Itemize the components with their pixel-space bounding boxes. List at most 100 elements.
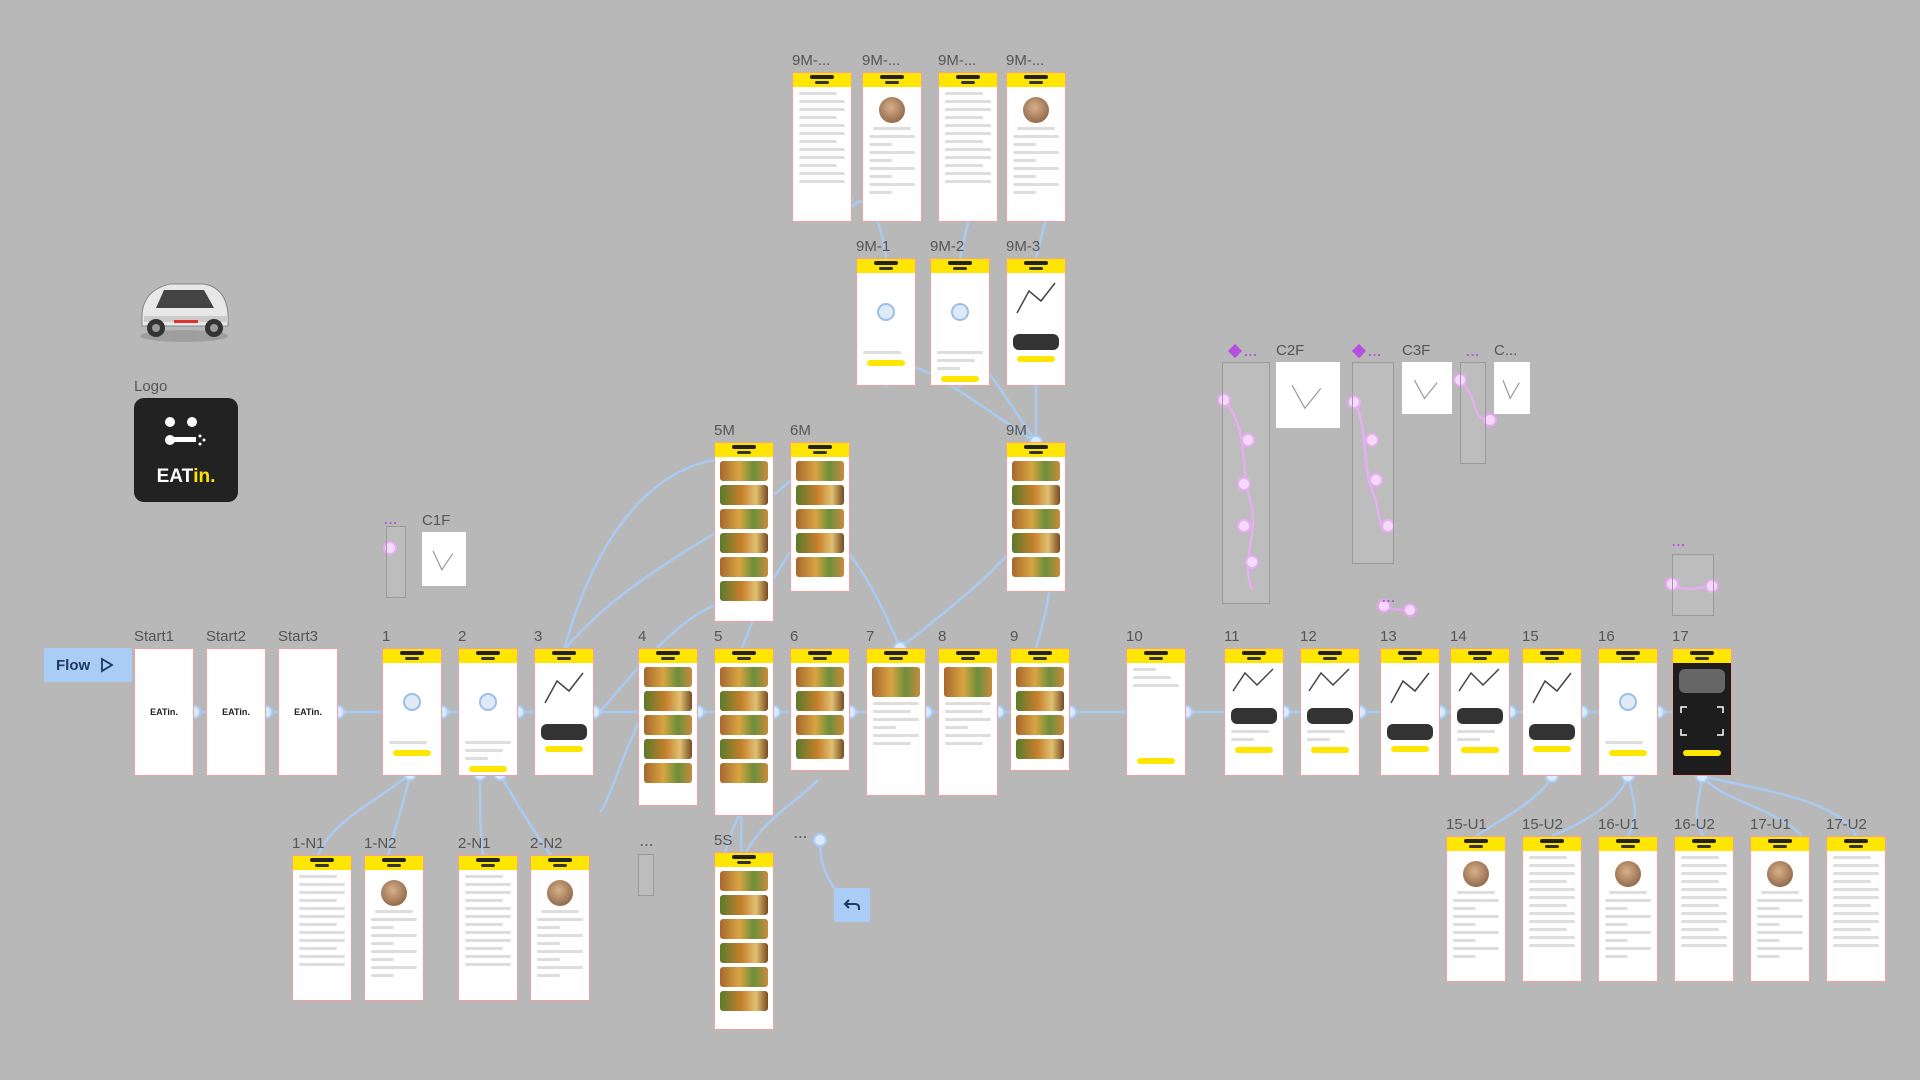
menu-item[interactable]	[1016, 715, 1064, 735]
frame-label[interactable]: 14	[1450, 628, 1467, 645]
cta-button[interactable]	[1533, 746, 1571, 752]
phone-screen[interactable]	[714, 852, 774, 1030]
frame-label[interactable]: 9M-...	[938, 52, 977, 69]
frame-label[interactable]: 17-U1	[1750, 816, 1791, 833]
frame-label[interactable]: 9M-2	[930, 238, 965, 255]
frame-label[interactable]: 9M-1	[856, 238, 891, 255]
frame-label[interactable]: 6M	[790, 422, 811, 439]
component-diamond-icon[interactable]	[1227, 343, 1243, 359]
frame-label[interactable]: 9M	[1006, 422, 1027, 439]
frame-label[interactable]: Start1	[134, 628, 175, 645]
frame-label[interactable]: 15-U1	[1446, 816, 1487, 833]
phone-screen[interactable]	[938, 72, 998, 222]
phone-screen[interactable]	[1006, 442, 1066, 592]
frame-label[interactable]: C1F	[422, 512, 451, 529]
flow-start-button[interactable]: Flow	[44, 648, 132, 682]
phone-screen[interactable]	[1126, 648, 1186, 776]
menu-item[interactable]	[1012, 509, 1060, 529]
frame-label[interactable]: 1-N1	[292, 835, 325, 852]
collapsed-frame-ellipsis[interactable]: ...	[1672, 534, 1686, 549]
phone-screen[interactable]: EATin.	[134, 648, 194, 776]
menu-item[interactable]	[720, 715, 768, 735]
phone-screen[interactable]	[382, 648, 442, 776]
menu-item[interactable]	[1012, 533, 1060, 553]
phone-screen[interactable]	[1522, 648, 1582, 776]
phone-screen[interactable]	[1006, 258, 1066, 386]
menu-item[interactable]	[720, 461, 768, 481]
frame-label[interactable]: 17	[1672, 628, 1689, 645]
component-set-outline[interactable]	[1352, 362, 1394, 564]
menu-item[interactable]	[1016, 691, 1064, 711]
frame-label[interactable]: 9M-3	[1006, 238, 1041, 255]
frame-label[interactable]: 9M-...	[1006, 52, 1045, 69]
phone-screen[interactable]	[458, 855, 518, 1001]
collapsed-frame-ellipsis[interactable]: ...	[1368, 344, 1382, 359]
frame-label[interactable]: 8	[938, 628, 947, 645]
component-card[interactable]	[422, 532, 466, 586]
frame-label[interactable]: 6	[790, 628, 799, 645]
phone-screen[interactable]: EATin.	[278, 648, 338, 776]
menu-item[interactable]	[1012, 461, 1060, 481]
frame-label[interactable]: 9	[1010, 628, 1019, 645]
cta-button[interactable]	[1017, 356, 1055, 362]
menu-item[interactable]	[644, 763, 692, 783]
frame-label[interactable]: C3F	[1402, 342, 1431, 359]
cta-button[interactable]	[393, 750, 431, 756]
menu-item[interactable]	[644, 691, 692, 711]
phone-screen[interactable]	[1826, 836, 1886, 982]
menu-item[interactable]	[1012, 485, 1060, 505]
phone-screen[interactable]	[1672, 648, 1732, 776]
phone-screen[interactable]	[292, 855, 352, 1001]
frame-label[interactable]: 16-U2	[1674, 816, 1715, 833]
phone-screen[interactable]	[1300, 648, 1360, 776]
phone-screen[interactable]	[1380, 648, 1440, 776]
frame-label[interactable]: 13	[1380, 628, 1397, 645]
component-diamond-icon[interactable]	[1351, 343, 1367, 359]
menu-item[interactable]	[796, 533, 844, 553]
cta-button[interactable]	[1137, 758, 1175, 764]
collapsed-frame-ellipsis[interactable]: ...	[384, 512, 398, 527]
frame-label[interactable]: 7	[866, 628, 875, 645]
frame-label[interactable]: 16-U1	[1598, 816, 1639, 833]
phone-screen[interactable]	[714, 442, 774, 622]
phone-screen[interactable]	[1598, 648, 1658, 776]
phone-screen[interactable]	[534, 648, 594, 776]
menu-item[interactable]	[796, 509, 844, 529]
menu-item[interactable]	[796, 715, 844, 735]
connection-handle[interactable]	[813, 833, 827, 847]
frame-label[interactable]: 10	[1126, 628, 1143, 645]
phone-screen[interactable]	[1006, 72, 1066, 222]
cta-button[interactable]	[941, 376, 979, 382]
menu-item[interactable]	[720, 967, 768, 987]
phone-screen[interactable]	[856, 258, 916, 386]
frame-label[interactable]: 16	[1598, 628, 1615, 645]
phone-screen[interactable]	[1010, 648, 1070, 771]
phone-screen[interactable]	[862, 72, 922, 222]
menu-item[interactable]	[720, 485, 768, 505]
menu-item[interactable]	[796, 485, 844, 505]
phone-screen[interactable]	[790, 442, 850, 592]
phone-screen[interactable]	[930, 258, 990, 386]
phone-screen[interactable]	[1750, 836, 1810, 982]
back-navigation-button[interactable]	[834, 888, 870, 922]
cta-button[interactable]	[469, 766, 507, 772]
phone-screen[interactable]	[1450, 648, 1510, 776]
cta-button[interactable]	[545, 746, 583, 752]
menu-item[interactable]	[720, 919, 768, 939]
menu-item[interactable]	[796, 691, 844, 711]
cta-button[interactable]	[1683, 750, 1721, 756]
frame-label[interactable]: 12	[1300, 628, 1317, 645]
menu-item[interactable]	[720, 667, 768, 687]
phone-screen[interactable]	[458, 648, 518, 776]
frame-label[interactable]: C2F	[1276, 342, 1305, 359]
menu-item[interactable]	[1016, 739, 1064, 759]
frame-label[interactable]: 9M-...	[862, 52, 901, 69]
menu-item[interactable]	[720, 557, 768, 577]
phone-screen[interactable]	[938, 648, 998, 796]
component-handle[interactable]	[1403, 603, 1417, 617]
collapsed-frame-ellipsis[interactable]: ...	[1466, 344, 1480, 359]
phone-screen[interactable]	[530, 855, 590, 1001]
frame-label[interactable]: 1-N2	[364, 835, 397, 852]
collapsed-frame-ellipsis[interactable]: ...	[794, 826, 808, 841]
